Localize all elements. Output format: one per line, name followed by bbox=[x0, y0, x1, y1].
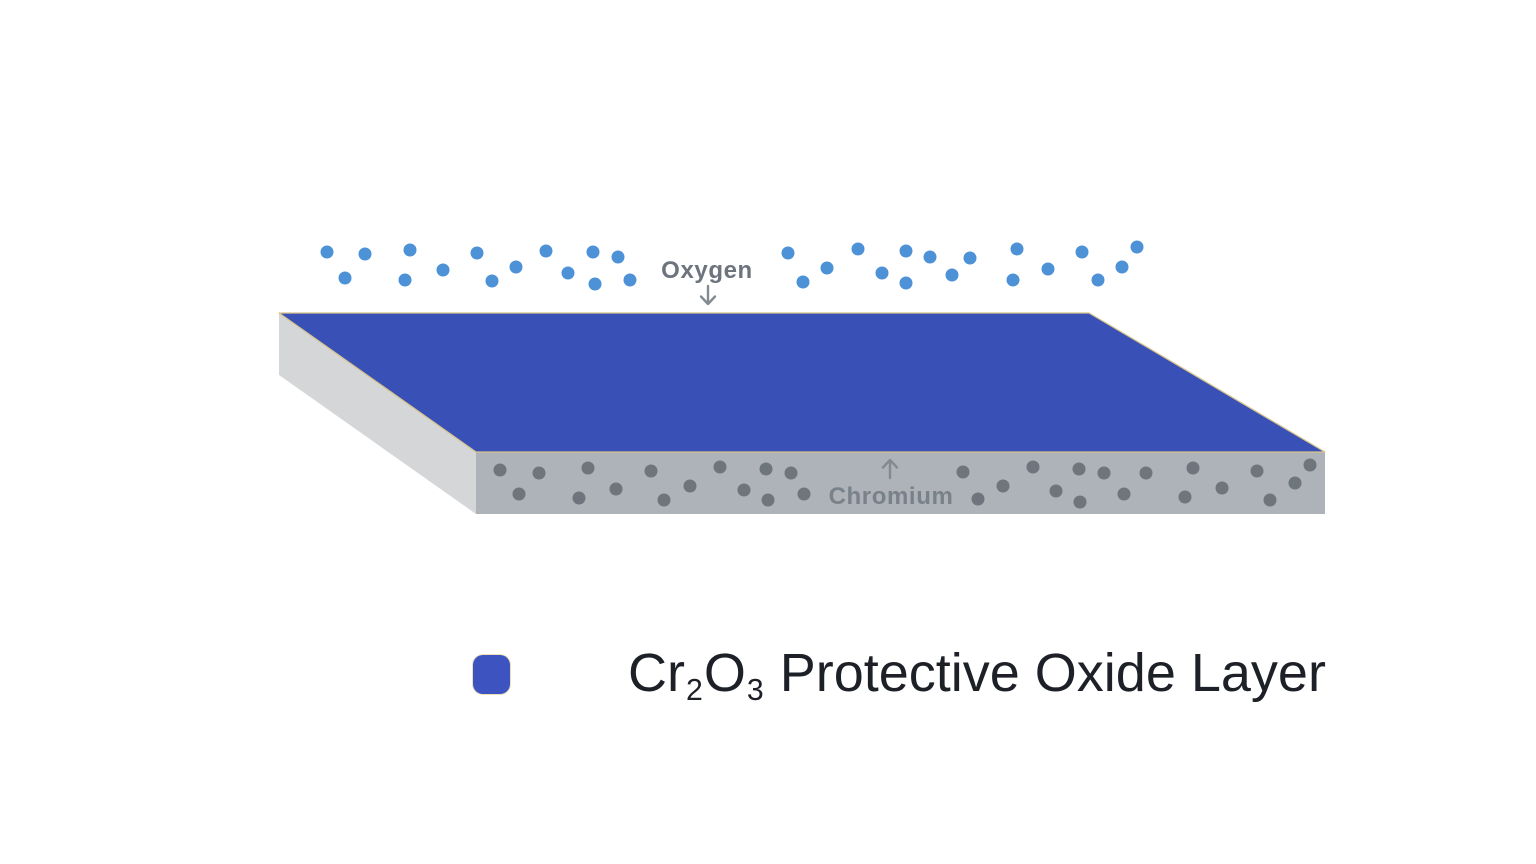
oxygen-dot bbox=[796, 275, 810, 289]
oxygen-dot bbox=[436, 263, 450, 277]
oxygen-dot bbox=[963, 251, 977, 265]
oxygen-label: Oxygen bbox=[661, 257, 753, 284]
chromium-label: Chromium bbox=[829, 483, 954, 510]
legend: Cr2O3 Protective Oxide Layer bbox=[473, 585, 1326, 763]
oxygen-dot bbox=[561, 266, 575, 280]
arrow-up-icon bbox=[881, 458, 899, 480]
chromium-dot bbox=[1250, 464, 1264, 478]
chromium-dot bbox=[761, 493, 775, 507]
chromium-dot bbox=[683, 479, 697, 493]
chromium-dot bbox=[512, 487, 526, 501]
oxygen-dot bbox=[485, 274, 499, 288]
chromium-dot bbox=[1303, 458, 1317, 472]
oxygen-dot bbox=[338, 271, 352, 285]
chromium-dot bbox=[644, 464, 658, 478]
oxygen-dot bbox=[586, 245, 600, 259]
chromium-dot bbox=[532, 466, 546, 480]
oxygen-dot bbox=[1091, 273, 1105, 287]
chromium-dot bbox=[581, 461, 595, 475]
chromium-dot bbox=[1049, 484, 1063, 498]
legend-label-rest: Protective Oxide Layer bbox=[764, 643, 1326, 704]
oxygen-dot bbox=[899, 276, 913, 290]
chromium-dot bbox=[1097, 466, 1111, 480]
chromium-dot bbox=[1026, 460, 1040, 474]
oxygen-dot bbox=[611, 250, 625, 264]
oxygen-dot bbox=[945, 268, 959, 282]
chromium-dot bbox=[1186, 461, 1200, 475]
chromium-front-face bbox=[476, 452, 1325, 514]
oxygen-dot bbox=[470, 246, 484, 260]
legend-formula-o: O bbox=[703, 643, 746, 704]
oxygen-dot bbox=[1010, 242, 1024, 256]
chromium-dot bbox=[609, 482, 623, 496]
oxygen-dot bbox=[1041, 262, 1055, 276]
oxygen-dot bbox=[320, 245, 334, 259]
chromium-dot bbox=[1139, 466, 1153, 480]
legend-label: Cr2O3 Protective Oxide Layer bbox=[538, 585, 1326, 763]
chromium-dot bbox=[784, 466, 798, 480]
legend-swatch-oxide bbox=[473, 654, 510, 694]
oxygen-dot bbox=[403, 243, 417, 257]
oxygen-dot bbox=[875, 266, 889, 280]
oxygen-dot bbox=[623, 273, 637, 287]
chromium-dot bbox=[713, 460, 727, 474]
oxygen-dot bbox=[1130, 240, 1144, 254]
chromium-dot bbox=[657, 493, 671, 507]
oxygen-dot bbox=[781, 246, 795, 260]
chromium-dot bbox=[971, 492, 985, 506]
oxygen-dot bbox=[509, 260, 523, 274]
chromium-dot bbox=[1073, 495, 1087, 509]
oxygen-dots bbox=[320, 240, 1144, 291]
chromium-dot bbox=[996, 479, 1010, 493]
oxide-top-face bbox=[278, 312, 1326, 453]
chromium-dot bbox=[797, 487, 811, 501]
chromium-dot bbox=[737, 483, 751, 497]
oxygen-dot bbox=[1075, 245, 1089, 259]
oxygen-dot bbox=[1115, 260, 1129, 274]
chromium-dot bbox=[493, 463, 507, 477]
oxygen-dot bbox=[398, 273, 412, 287]
chromium-side-face bbox=[279, 313, 476, 514]
oxygen-dot bbox=[899, 244, 913, 258]
chromium-dot bbox=[1288, 476, 1302, 490]
chromium-dot bbox=[759, 462, 773, 476]
chromium-dot bbox=[1263, 493, 1277, 507]
legend-formula-cr: Cr bbox=[628, 643, 686, 704]
chromium-dot bbox=[1117, 487, 1131, 501]
oxygen-dot bbox=[588, 277, 602, 291]
chromium-dot bbox=[572, 491, 586, 505]
oxygen-dot bbox=[923, 250, 937, 264]
oxygen-dot bbox=[820, 261, 834, 275]
chromium-dot bbox=[1072, 462, 1086, 476]
arrow-down-icon bbox=[699, 284, 717, 306]
oxygen-dot bbox=[1006, 273, 1020, 287]
chromium-dot bbox=[1215, 481, 1229, 495]
oxygen-dot bbox=[851, 242, 865, 256]
chromium-dot bbox=[956, 465, 970, 479]
legend-formula-sub3: 3 bbox=[746, 673, 764, 707]
chromium-dot bbox=[1178, 490, 1192, 504]
oxygen-dot bbox=[539, 244, 553, 258]
oxygen-dot bbox=[358, 247, 372, 261]
legend-formula-sub2: 2 bbox=[686, 673, 703, 707]
chromium-dots bbox=[493, 458, 1317, 509]
